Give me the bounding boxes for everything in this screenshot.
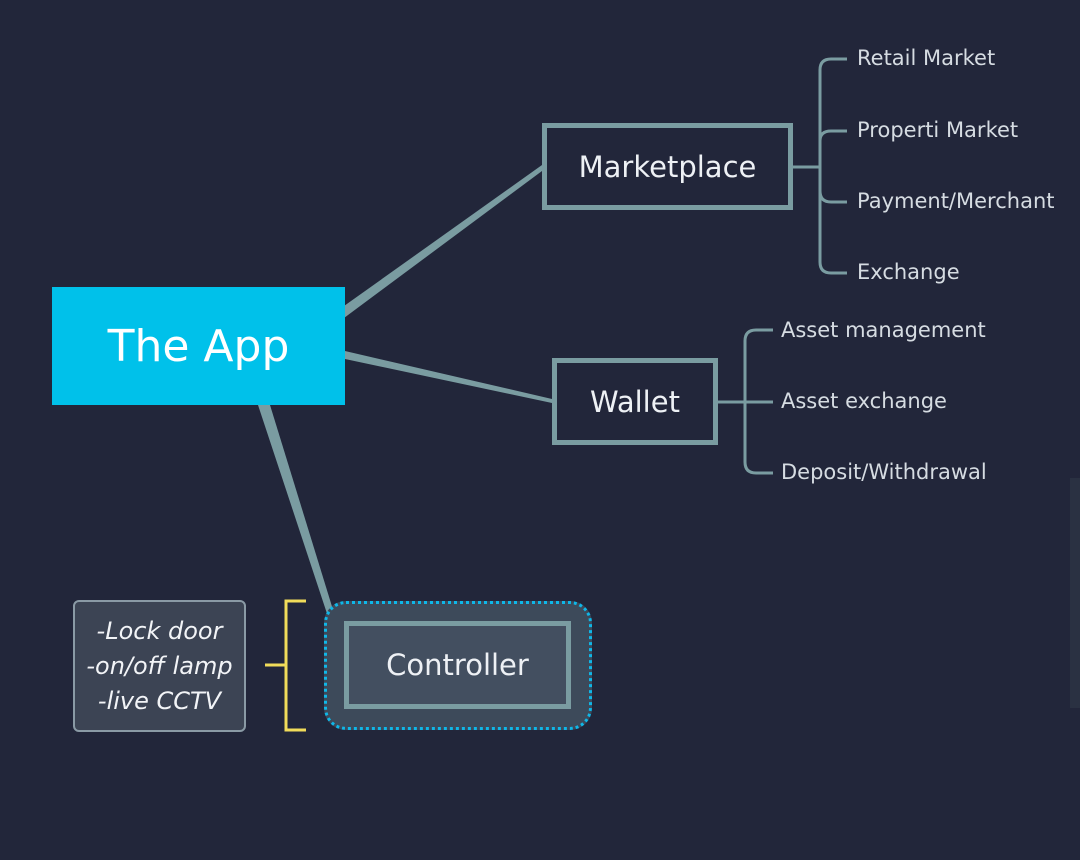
- branch-node-wallet[interactable]: Wallet: [552, 358, 718, 445]
- connector-root-marketplace: [344, 165, 542, 318]
- branch-node-controller[interactable]: Controller: [344, 621, 571, 709]
- connector-root-wallet: [345, 351, 552, 403]
- wallet-label: Wallet: [590, 384, 680, 419]
- branch-node-marketplace[interactable]: Marketplace: [542, 123, 793, 210]
- leaf-exchange[interactable]: Exchange: [857, 260, 960, 284]
- vertical-scrollbar[interactable]: [1070, 478, 1080, 708]
- note-line-lock-door: -Lock door: [96, 616, 223, 645]
- bracket-controller-note: [265, 599, 306, 732]
- leaf-asset-management[interactable]: Asset management: [781, 318, 986, 342]
- connector-root-controller: [258, 405, 350, 665]
- leaf-deposit-withdrawal[interactable]: Deposit/Withdrawal: [781, 460, 987, 484]
- note-line-lamp: -on/off lamp: [86, 651, 233, 680]
- leaf-payment-merchant[interactable]: Payment/Merchant: [857, 189, 1055, 213]
- root-node-the-app[interactable]: The App: [52, 287, 345, 405]
- note-line-cctv: -live CCTV: [97, 686, 222, 715]
- leaf-retail-market[interactable]: Retail Market: [857, 46, 996, 70]
- root-node-label: The App: [107, 320, 290, 372]
- leaf-asset-exchange[interactable]: Asset exchange: [781, 389, 947, 413]
- bracket-wallet: [718, 328, 773, 475]
- controller-note[interactable]: -Lock door -on/off lamp -live CCTV: [73, 600, 246, 732]
- marketplace-label: Marketplace: [578, 149, 757, 184]
- leaf-properti-market[interactable]: Properti Market: [857, 118, 1019, 142]
- controller-label: Controller: [386, 648, 529, 682]
- bracket-marketplace: [793, 57, 847, 275]
